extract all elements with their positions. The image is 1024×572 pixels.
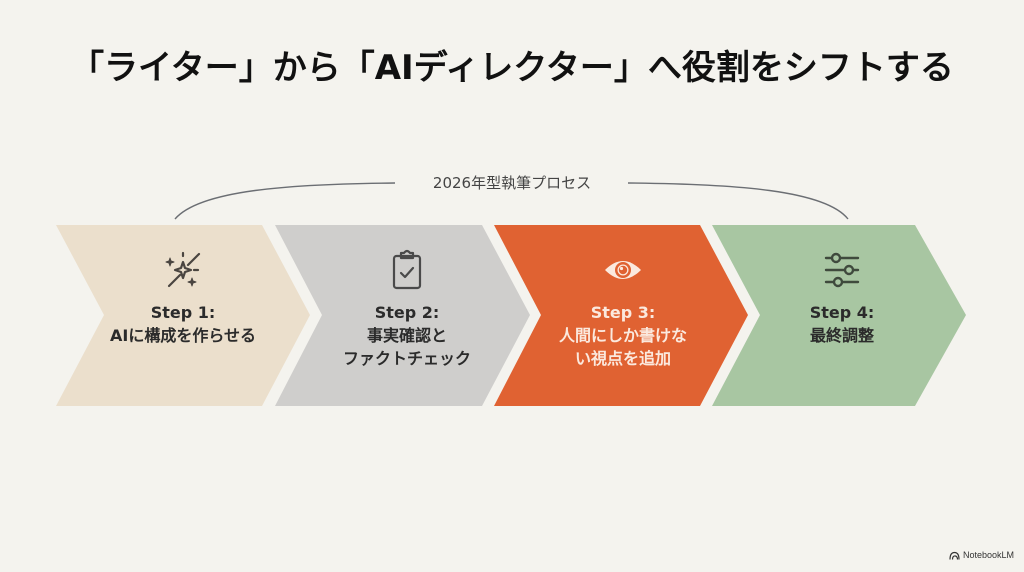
step-2: Step 2: 事実確認と ファクトチェック [307, 248, 507, 370]
eye-icon [605, 261, 641, 279]
footer-brand-text: NotebookLM [962, 550, 1014, 560]
page-title: 「ライター」から「AIディレクター」へ役割をシフトする [70, 48, 954, 88]
step-3: Step 3: 人間にしか書けな い視点を追加 [523, 248, 723, 370]
magic-wand-sparkles-icon [165, 251, 201, 288]
step-1-number: Step 1: [150, 303, 216, 322]
footer-brand: NotebookLM [949, 550, 1014, 560]
step-2-number: Step 2: [374, 303, 440, 322]
step-1-description: AIに構成を作らせる [109, 326, 257, 345]
sliders-icon [824, 252, 860, 288]
chevron-step-2 [275, 225, 530, 406]
step-3-description: 人間にしか書けな い視点を追加 [558, 326, 687, 368]
step-4-description: 最終調整 [809, 326, 874, 345]
chevron-step-3 [494, 225, 748, 406]
step-3-number: Step 3: [590, 303, 656, 322]
notebooklm-logo-icon [949, 551, 960, 560]
step-1: Step 1: AIに構成を作らせる [83, 248, 283, 347]
chevron-step-4 [712, 225, 966, 406]
chevron-step-1 [56, 225, 310, 406]
step-4: Step 4: 最終調整 [742, 248, 942, 347]
step-4-number: Step 4: [809, 303, 875, 322]
process-label: 2026年型執筆プロセス [0, 172, 1024, 194]
process-label-text: 2026年型執筆プロセス [422, 174, 602, 192]
step-2-description: 事実確認と ファクトチェック [342, 326, 471, 368]
clipboard-check-icon [392, 249, 422, 290]
